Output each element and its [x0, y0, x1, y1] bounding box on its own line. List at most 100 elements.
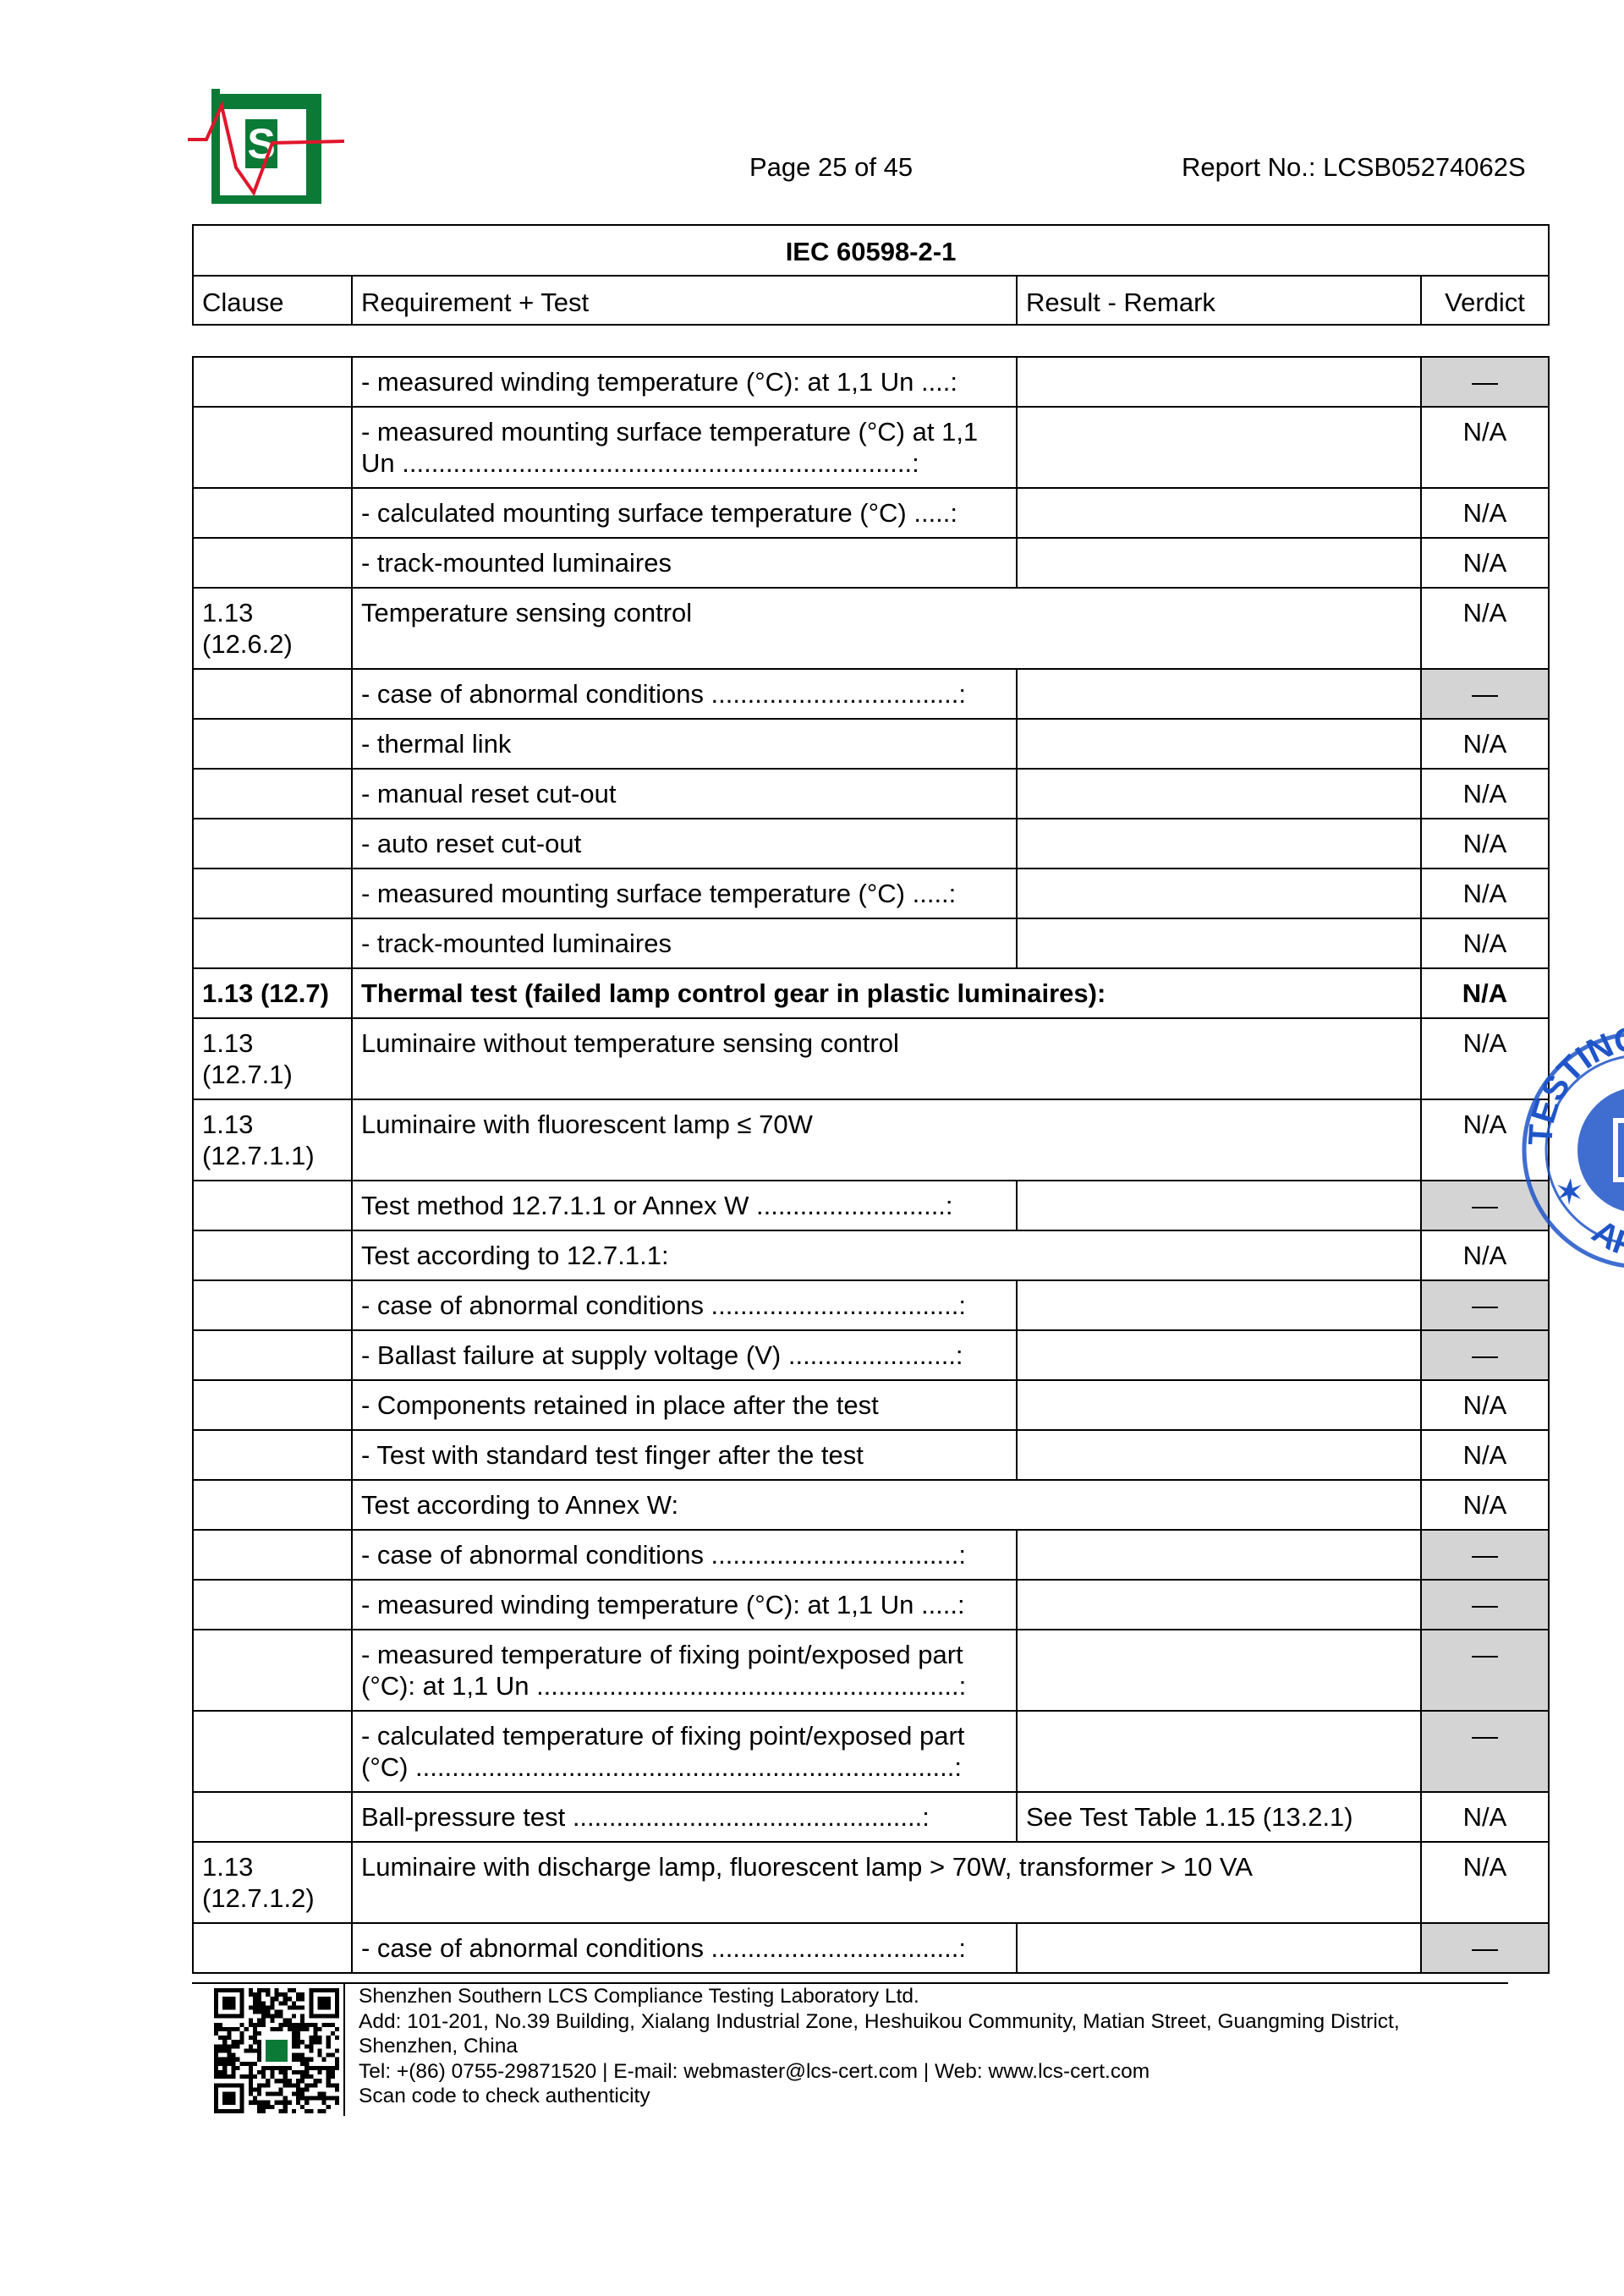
requirement-cell: - case of abnormal conditions ..........…: [351, 1922, 1018, 1974]
clause-cell: 1.13 (12.6.2): [192, 587, 353, 670]
qr-code[interactable]: [213, 1988, 340, 2113]
requirement-cell: Luminaire with discharge lamp, fluoresce…: [351, 1841, 1422, 1924]
requirement-cell: - Components retained in place after the…: [351, 1379, 1018, 1431]
result-cell: [1016, 818, 1422, 869]
requirement-cell: Luminaire with fluorescent lamp ≤ 70W: [351, 1099, 1422, 1181]
company-name: Shenzhen Southern LCS Compliance Testing…: [359, 1985, 919, 2008]
verdict-cell: N/A: [1420, 587, 1550, 670]
scan-note: Scan code to check authenticity: [359, 2085, 650, 2107]
clause-cell: [192, 1280, 353, 1331]
requirement-cell: Test according to 12.7.1.1:: [351, 1230, 1422, 1281]
col-clause: Clause: [192, 275, 353, 326]
verdict-cell: —: [1420, 1922, 1550, 1974]
verdict-cell: N/A: [1420, 1230, 1550, 1281]
result-cell: [1016, 718, 1422, 770]
table-row: - measured mounting surface temperature …: [192, 868, 1550, 919]
table-row: - auto reset cut-out N/A: [192, 818, 1550, 869]
verdict-cell: N/A: [1420, 818, 1550, 869]
verdict-cell: N/A: [1420, 406, 1550, 489]
result-cell: [1016, 1629, 1422, 1712]
result-cell: [1016, 406, 1422, 489]
clause-cell: [192, 537, 353, 589]
table-row: - manual reset cut-out N/A: [192, 768, 1550, 819]
requirement-cell: - measured mounting surface temperature …: [351, 406, 1018, 489]
requirement-cell: Ball-pressure test .....................…: [351, 1791, 1018, 1843]
verdict-cell: —: [1420, 1710, 1550, 1793]
standard-title: IEC 60598-2-1: [192, 224, 1550, 277]
result-cell: [1016, 918, 1422, 969]
clause-cell: [192, 356, 353, 408]
table-row: - calculated temperature of fixing point…: [192, 1710, 1550, 1793]
table-row: Test according to 12.7.1.1:N/A: [192, 1230, 1550, 1281]
verdict-cell: N/A: [1420, 1841, 1550, 1924]
table-row: - track-mounted luminaires N/A: [192, 537, 1550, 589]
result-cell: [1016, 1379, 1422, 1431]
clause-cell: [192, 1180, 353, 1231]
verdict-cell: N/A: [1420, 718, 1550, 770]
address-line-2: Shenzhen, China: [359, 2035, 518, 2058]
clause-cell: [192, 868, 353, 919]
requirement-cell: - calculated temperature of fixing point…: [351, 1710, 1018, 1793]
table-row: Ball-pressure test .....................…: [192, 1791, 1550, 1843]
clause-cell: [192, 918, 353, 969]
clause-cell: [192, 1922, 353, 1974]
verdict-cell: —: [1420, 1629, 1550, 1712]
footer-info: Shenzhen Southern LCS Compliance Testing…: [359, 1984, 1400, 2109]
result-cell: [1016, 1710, 1422, 1793]
result-cell: [1016, 1429, 1422, 1481]
result-cell: [1016, 1180, 1422, 1231]
table-row: - measured temperature of fixing point/e…: [192, 1629, 1550, 1712]
clause-cell: 1.13 (12.7.1.1): [192, 1099, 353, 1181]
verdict-cell: N/A: [1420, 1099, 1550, 1181]
table-row: - calculated mounting surface temperatur…: [192, 487, 1550, 539]
result-cell: [1016, 356, 1422, 408]
table-row: - track-mounted luminaires N/A: [192, 918, 1550, 969]
result-cell: [1016, 1280, 1422, 1331]
clause-cell: [192, 1791, 353, 1843]
clause-cell: [192, 718, 353, 770]
requirement-cell: - calculated mounting surface temperatur…: [351, 487, 1018, 539]
lcs-logo: S: [188, 89, 344, 204]
clause-cell: 1.13 (12.7.1.2): [192, 1841, 353, 1924]
table-row: - case of abnormal conditions ..........…: [192, 1922, 1550, 1974]
verdict-cell: N/A: [1420, 768, 1550, 819]
requirement-cell: - auto reset cut-out: [351, 818, 1018, 869]
requirement-cell: - case of abnormal conditions ..........…: [351, 668, 1018, 720]
verdict-cell: N/A: [1420, 1791, 1550, 1843]
clause-cell: [192, 1429, 353, 1481]
verdict-cell: N/A: [1420, 1429, 1550, 1481]
requirement-cell: - track-mounted luminaires: [351, 918, 1018, 969]
table-header: IEC 60598-2-1 Clause Requirement + Test …: [192, 224, 1550, 326]
table-row: 1.13 (12.6.2)Temperature sensing control…: [192, 587, 1550, 670]
clause-cell: [192, 1710, 353, 1793]
table-row: - measured mounting surface temperature …: [192, 406, 1550, 489]
table-row: - case of abnormal conditions ..........…: [192, 1280, 1550, 1331]
result-cell: See Test Table 1.15 (13.2.1): [1016, 1791, 1422, 1843]
result-cell: [1016, 1529, 1422, 1581]
col-verdict: Verdict: [1420, 275, 1550, 326]
verdict-cell: N/A: [1420, 537, 1550, 589]
clause-cell: [192, 1479, 353, 1531]
clause-cell: [192, 668, 353, 720]
requirement-cell: - measured temperature of fixing point/e…: [351, 1629, 1018, 1712]
verdict-cell: N/A: [1420, 918, 1550, 969]
table-row: Test method 12.7.1.1 or Annex W ........…: [192, 1180, 1550, 1231]
result-cell: [1016, 487, 1422, 539]
clause-cell: [192, 1230, 353, 1281]
table-row: - measured winding temperature (°C): at …: [192, 356, 1550, 408]
contact-info: Tel: +(86) 0755-29871520 | E-mail: webma…: [359, 2059, 1150, 2083]
result-cell: [1016, 668, 1422, 720]
clause-cell: [192, 1329, 353, 1381]
verdict-cell: N/A: [1420, 1379, 1550, 1431]
clause-cell: [192, 1629, 353, 1712]
requirement-cell: - track-mounted luminaires: [351, 537, 1018, 589]
clause-cell: [192, 1529, 353, 1581]
table-row: - case of abnormal conditions ..........…: [192, 1529, 1550, 1581]
requirement-cell: - manual reset cut-out: [351, 768, 1018, 819]
requirement-cell: Temperature sensing control: [351, 587, 1422, 670]
address-line-1: Add: 101-201, No.39 Building, Xialang In…: [359, 2009, 1400, 2033]
result-cell: [1016, 868, 1422, 919]
verdict-cell: N/A: [1420, 1479, 1550, 1531]
clause-cell: [192, 768, 353, 819]
